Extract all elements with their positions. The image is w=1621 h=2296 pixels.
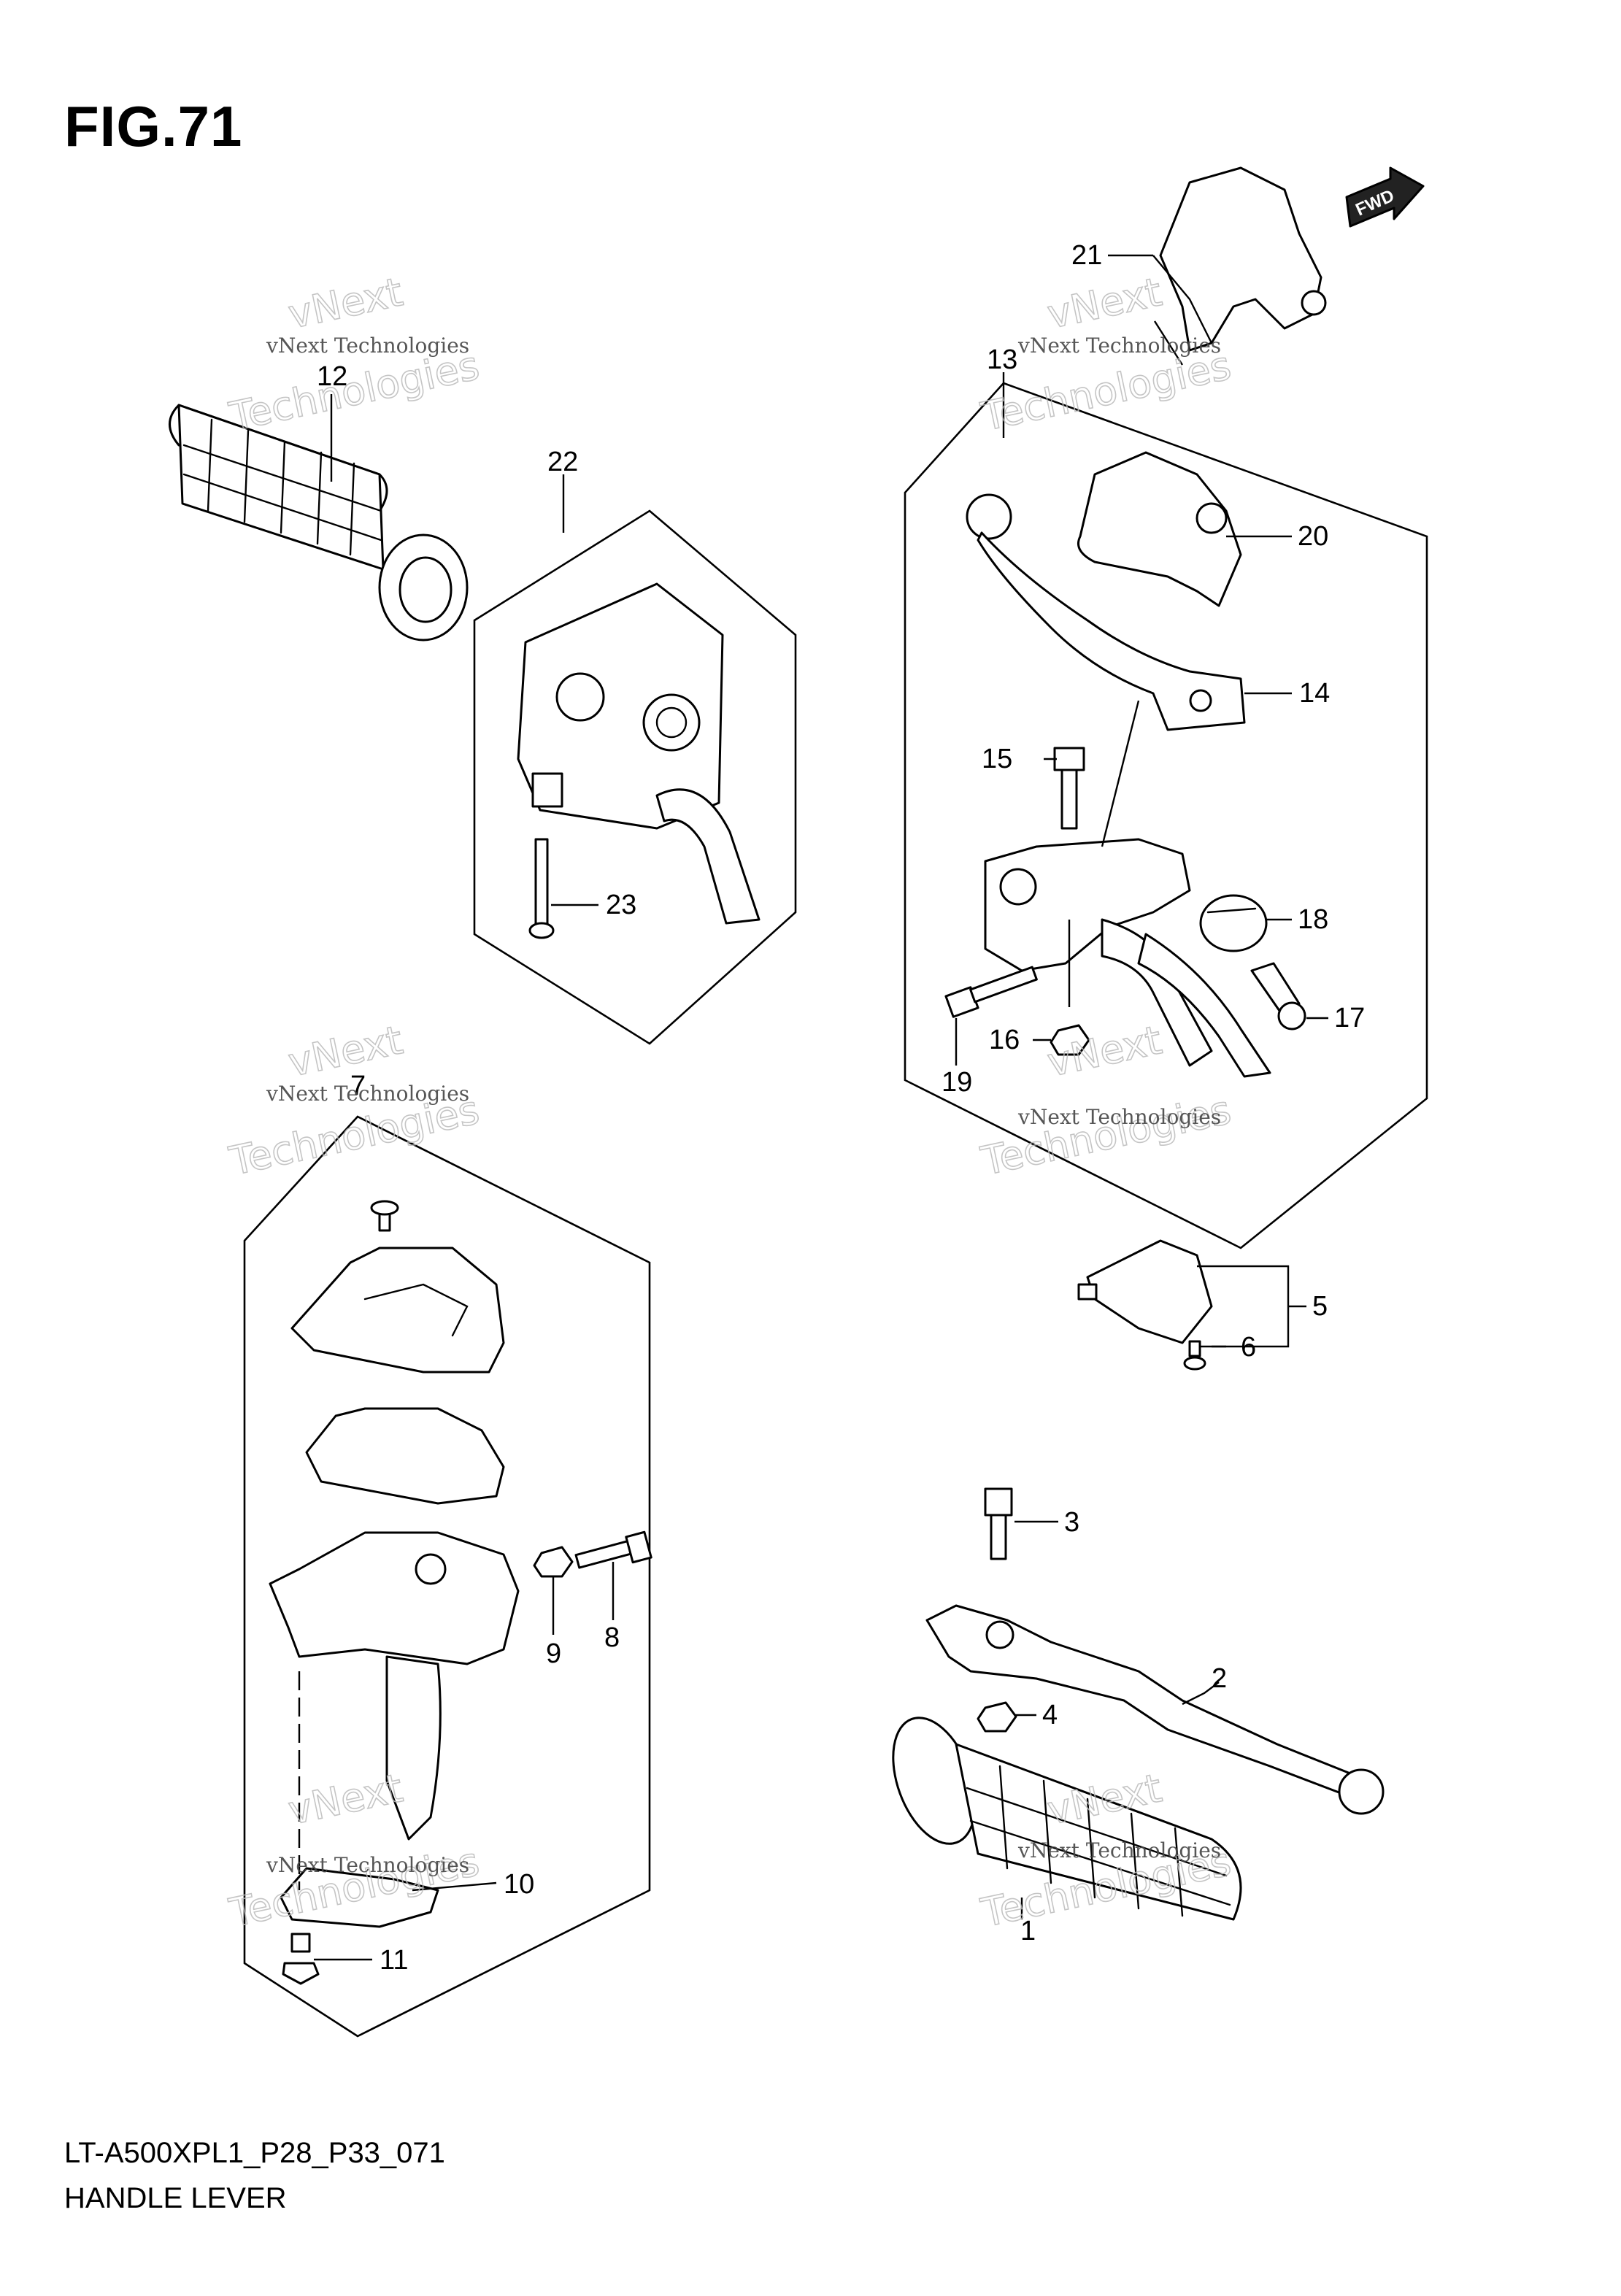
model-code: LT-A500XPL1_P28_P33_071 [64, 2137, 445, 2169]
svg-text:vNext Technologies: vNext Technologies [266, 334, 469, 358]
cap-part-18 [1199, 894, 1268, 952]
callout-18: 18 [1298, 904, 1328, 935]
leader-lines [298, 254, 1328, 1961]
callout-7: 7 [350, 1071, 366, 1101]
callout-8: 8 [604, 1622, 620, 1653]
svg-text:vNext: vNext [285, 1017, 407, 1085]
adjuster-part-17 [1250, 962, 1306, 1030]
callout-19: 19 [942, 1067, 972, 1098]
bolt-part-3 [984, 1487, 1013, 1560]
callout-13: 13 [987, 344, 1017, 375]
screw-part-11 [282, 1933, 320, 1985]
nut-part-16 [1050, 1024, 1090, 1056]
svg-text:vNext Technologies: vNext Technologies [1017, 1105, 1221, 1129]
screw-part-23 [528, 838, 555, 939]
callout-22: 22 [547, 447, 578, 477]
svg-text:vNext: vNext [285, 269, 407, 337]
throttle-cover [290, 1247, 505, 1374]
holder-part-21 [1159, 166, 1327, 352]
callout-16: 16 [989, 1025, 1020, 1055]
bolt-part-19 [944, 966, 1038, 1018]
lever-part-2 [925, 1604, 1385, 1815]
figure-title: FIG.71 [64, 94, 243, 158]
switch-part-5 [1077, 1239, 1213, 1344]
screw-part-8 [574, 1530, 652, 1569]
screw-part-6 [1183, 1340, 1206, 1371]
callout-14: 14 [1299, 678, 1330, 709]
svg-text:vNext Technologies: vNext Technologies [1017, 334, 1221, 358]
watermark-bottom-left: vNext Technologies vNext Technologies [225, 1764, 484, 1936]
svg-text:vNext: vNext [285, 1765, 407, 1833]
callout-5: 5 [1312, 1291, 1328, 1322]
group-frame-13 [904, 382, 1428, 1249]
forward-arrow-icon: FWD [1345, 166, 1425, 228]
svg-text:vNext: vNext [1044, 269, 1166, 337]
section-name: HANDLE LEVER [64, 2182, 287, 2214]
callout-21: 21 [1071, 240, 1102, 271]
throttle-housing [269, 1531, 520, 1841]
callout-2: 2 [1212, 1663, 1227, 1694]
group-frame-22 [473, 509, 797, 1045]
lever-holder-body [984, 838, 1271, 1078]
lever-part-14 [966, 493, 1246, 731]
svg-text:vNext Technologies: vNext Technologies [266, 1853, 469, 1877]
callout-9: 9 [546, 1638, 561, 1669]
grip-right-part-1 [892, 1717, 1242, 1921]
callout-4: 4 [1042, 1700, 1058, 1730]
grip-left-part-12 [169, 404, 469, 642]
callout-23: 23 [606, 890, 636, 920]
svg-text:Technologies: Technologies [977, 1087, 1235, 1184]
watermark-top-left: vNext Technologies vNext Technologies [225, 268, 484, 440]
callout-1: 1 [1020, 1916, 1036, 1946]
handlebar-switch-part-22 [517, 582, 761, 925]
bracket-part-20 [1077, 451, 1242, 607]
group-frame-7 [243, 1115, 651, 2038]
nut-part-9 [533, 1546, 574, 1578]
callout-17: 17 [1334, 1003, 1365, 1033]
nut-part-4 [977, 1701, 1017, 1733]
bolt-part-15 [1053, 747, 1085, 830]
callout-10: 10 [504, 1869, 534, 1900]
screw-top-part-7 [370, 1200, 399, 1232]
callout-20: 20 [1298, 521, 1328, 552]
callout-15: 15 [982, 744, 1012, 774]
callout-12: 12 [317, 361, 347, 392]
svg-text:vNext Technologies: vNext Technologies [1017, 1838, 1221, 1862]
svg-text:vNext Technologies: vNext Technologies [266, 1082, 469, 1106]
callout-3: 3 [1064, 1507, 1079, 1538]
gasket [305, 1407, 505, 1505]
plate-part-10 [280, 1867, 439, 1928]
svg-text:vNext: vNext [1044, 1017, 1166, 1085]
callout-11: 11 [380, 1945, 408, 1976]
callout-6: 6 [1241, 1332, 1256, 1363]
